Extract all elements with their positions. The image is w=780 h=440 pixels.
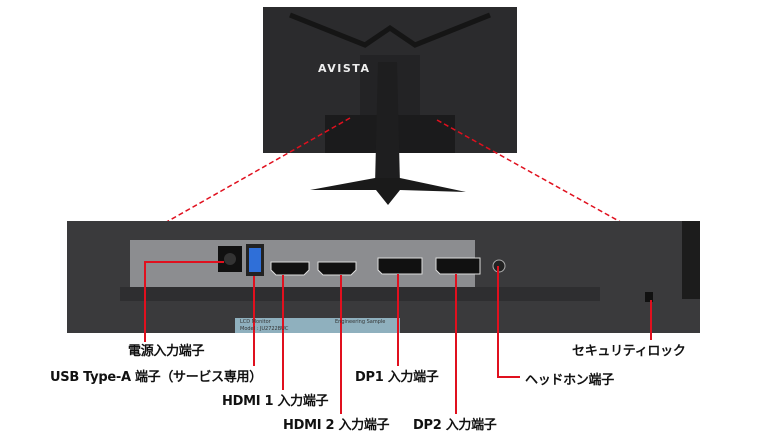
zoom-line-left [132, 117, 351, 242]
sticker-title: LCD Monitor [240, 319, 271, 325]
dp1-port [377, 257, 423, 275]
callout-dp2: DP2 入力端子 [413, 418, 497, 433]
sticker-note: Engineering Sample [335, 319, 386, 325]
zoom-line-right [436, 119, 663, 246]
hdmi2-port [317, 261, 357, 276]
hdmi1-port [270, 261, 310, 276]
callout-security: セキュリティロック [572, 344, 686, 359]
callout-usb: USB Type-A 端子（サービス専用） [50, 370, 262, 385]
callout-dp1: DP1 入力端子 [355, 370, 439, 385]
callout-power: 電源入力端子 [128, 344, 205, 359]
brand-logo: AVISTA [318, 62, 371, 75]
callout-hdmi1: HDMI 1 入力端子 [222, 394, 329, 409]
monitor-rear-photo [263, 7, 517, 205]
dp2-port [435, 257, 481, 275]
sticker-model: Model : JU2722BUC [240, 326, 289, 332]
callout-headphone: ヘッドホン端子 [525, 373, 614, 388]
callout-hdmi2: HDMI 2 入力端子 [283, 418, 390, 433]
callout-lines [144, 261, 652, 414]
port-panel-photo [67, 221, 700, 333]
